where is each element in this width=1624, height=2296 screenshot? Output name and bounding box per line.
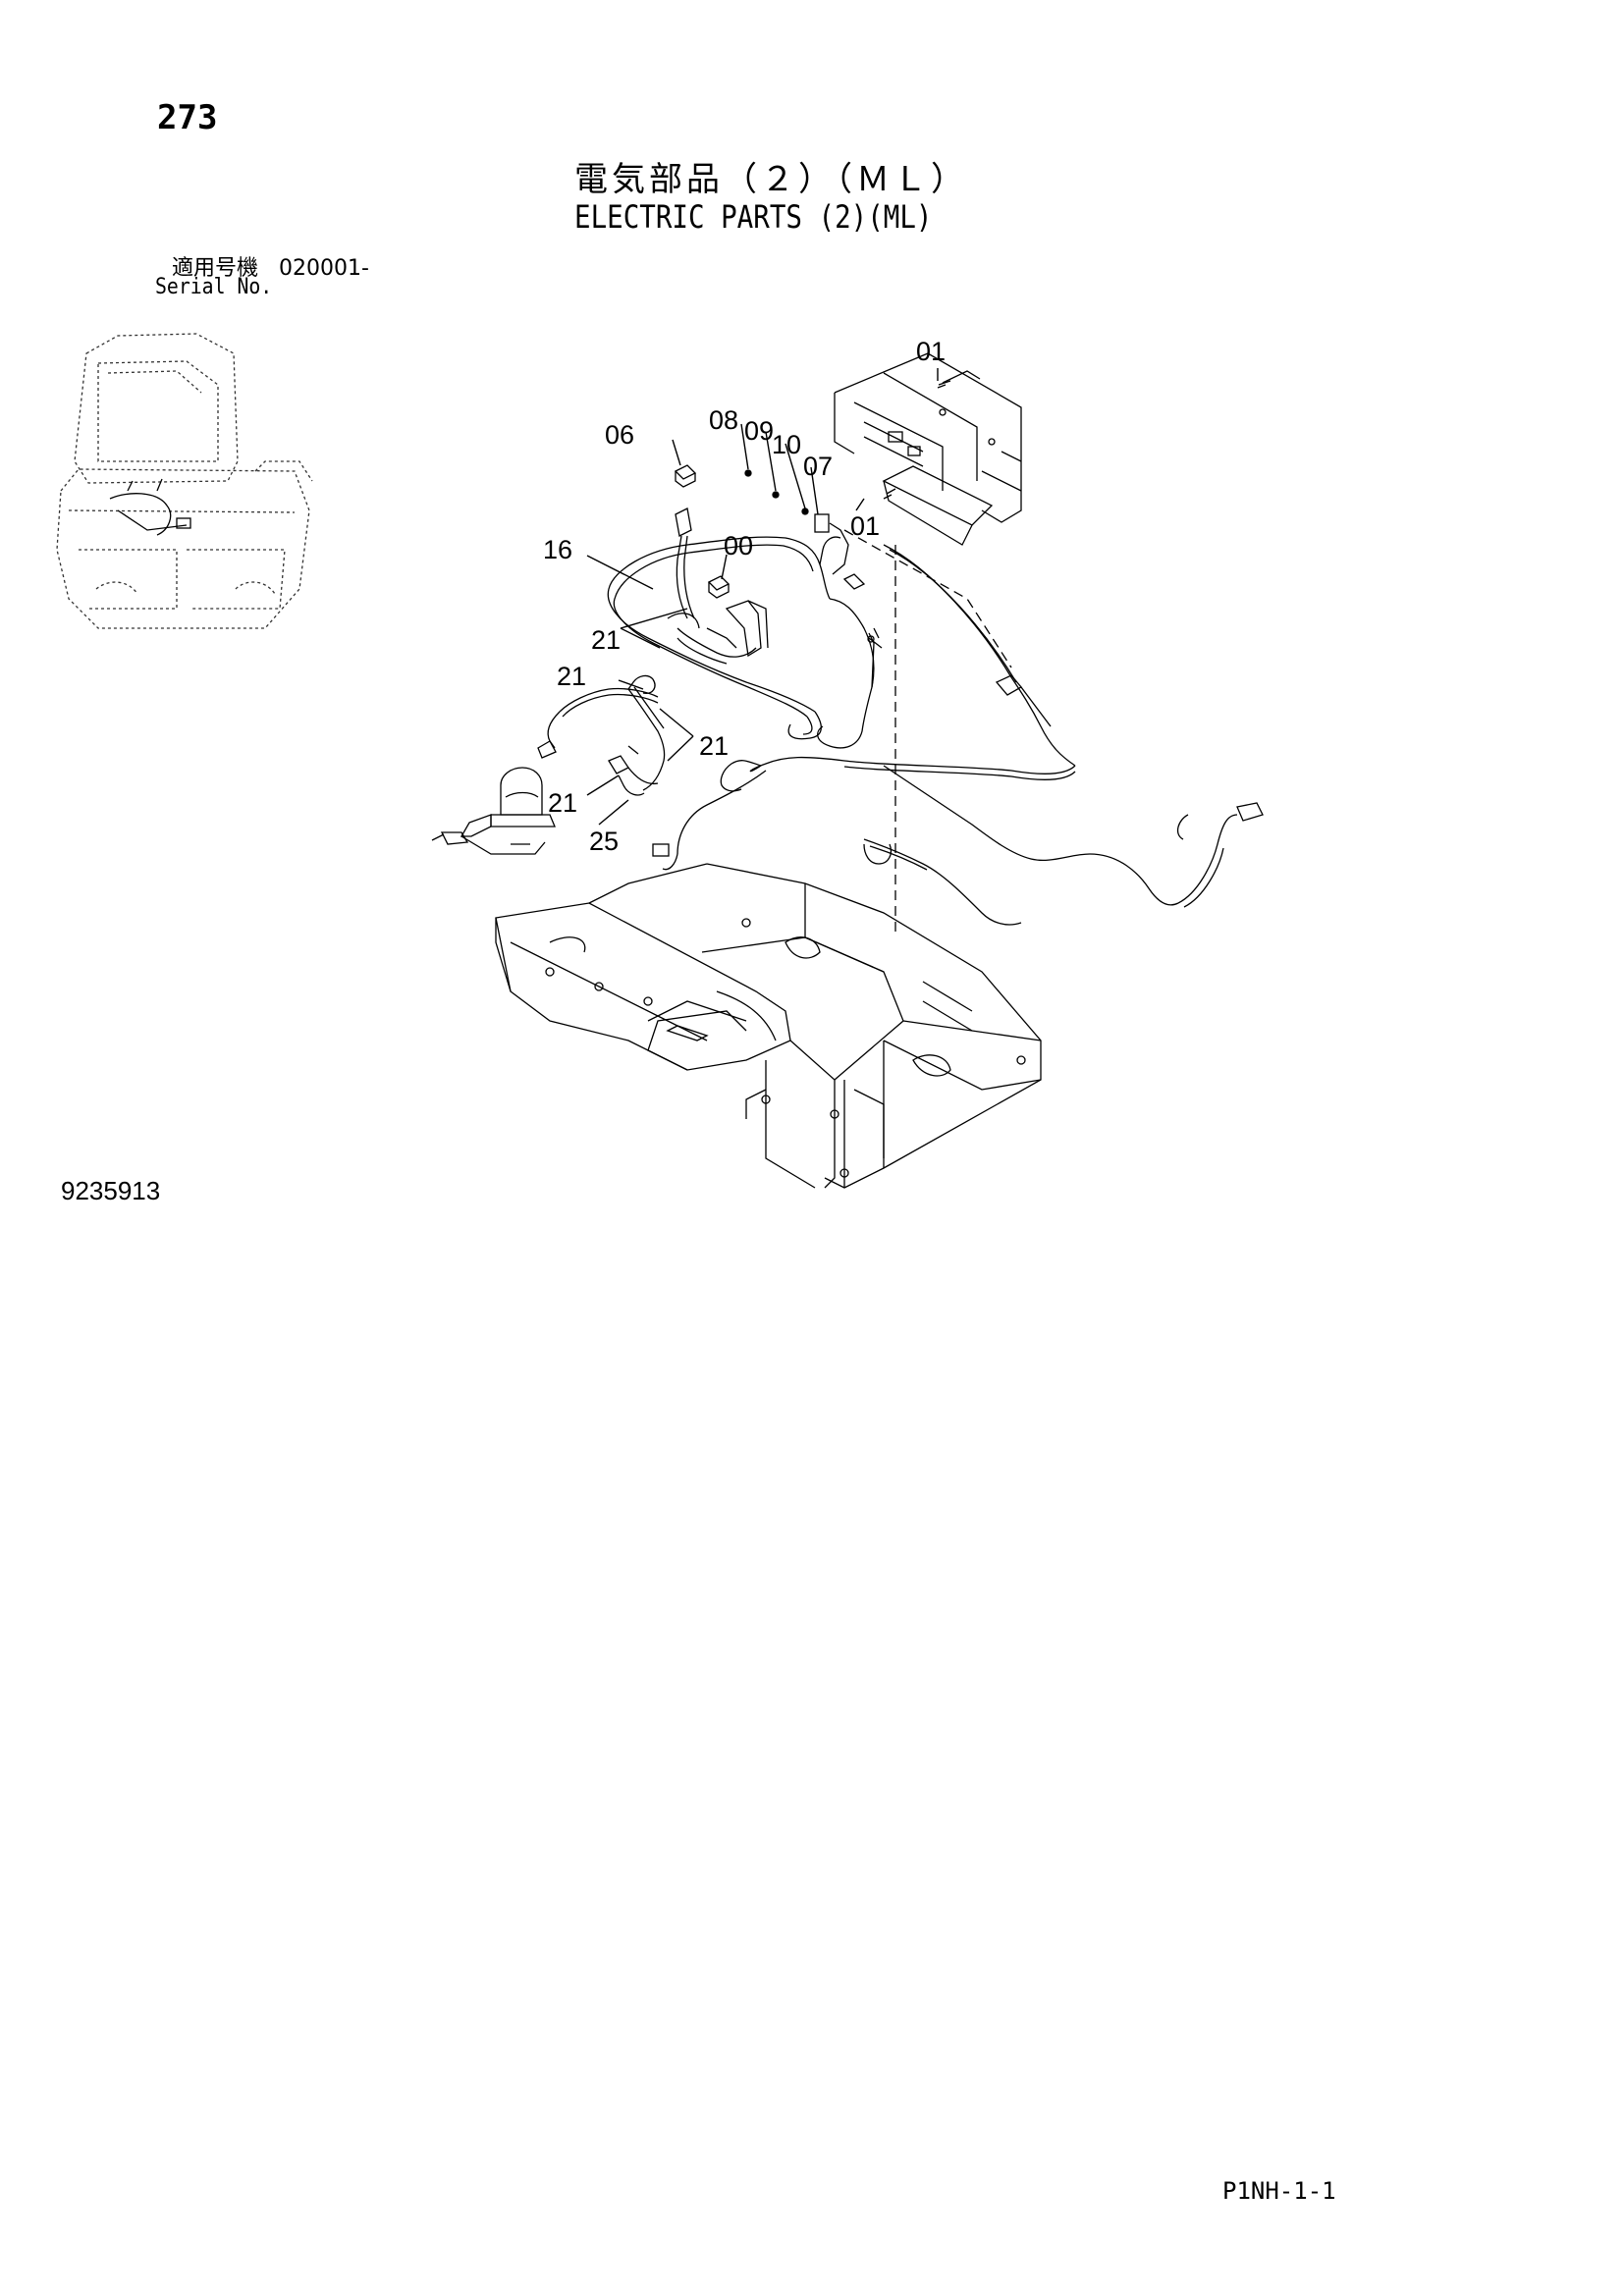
callout-21-d: 21 xyxy=(548,788,577,818)
callout-25: 25 xyxy=(589,827,619,856)
serial-label-english: Serial No. xyxy=(155,275,273,299)
callout-00: 00 xyxy=(724,531,753,561)
excavator-thumbnail xyxy=(56,333,313,629)
machine-frame xyxy=(495,863,1042,1189)
screw-icon xyxy=(883,380,951,500)
serial-applicability: 適用号機 020001- xyxy=(172,250,369,282)
leader-lines xyxy=(586,368,939,826)
callout-01-lower: 01 xyxy=(850,511,880,541)
callout-01-top: 01 xyxy=(916,337,946,366)
callout-21-c: 21 xyxy=(699,731,729,761)
main-harness xyxy=(607,513,883,749)
controller-bracket xyxy=(834,352,1022,546)
thumbnail-harness-highlight xyxy=(109,478,191,536)
connector-00 xyxy=(707,575,731,599)
callout-21-b: 21 xyxy=(557,662,586,691)
callout-labels: 01 06 08 09 10 07 01 16 00 21 21 21 21 2… xyxy=(543,337,946,856)
callout-07: 07 xyxy=(803,452,833,481)
rear-harness xyxy=(652,760,1264,926)
parts-diagram: 01 06 08 09 10 07 01 16 00 21 21 21 21 2… xyxy=(56,333,1264,1189)
beacon-harness xyxy=(537,674,666,796)
harness-center-branch xyxy=(667,600,769,665)
beacon-light xyxy=(431,767,556,855)
drawing-number: 9235913 xyxy=(61,1176,161,1205)
callout-06: 06 xyxy=(605,420,634,450)
frame-holes xyxy=(545,918,1026,1178)
harness-right-branch xyxy=(749,544,1076,780)
callout-10: 10 xyxy=(772,430,801,459)
callout-09: 09 xyxy=(744,416,774,446)
page-number: 273 xyxy=(157,98,218,137)
page-title-english: ELECTRIC PARTS (2)(ML) xyxy=(574,198,933,236)
connector-06 xyxy=(674,464,697,619)
footer-code: P1NH-1-1 xyxy=(1222,2177,1336,2205)
serial-label-japanese: 適用号機 xyxy=(172,256,259,281)
callout-16: 16 xyxy=(543,535,572,564)
page-title-japanese: 電気部品（２）（ＭＬ） xyxy=(574,160,968,199)
serial-value: 020001- xyxy=(279,256,369,281)
callout-21-a: 21 xyxy=(591,625,621,655)
callout-08: 08 xyxy=(709,405,738,435)
